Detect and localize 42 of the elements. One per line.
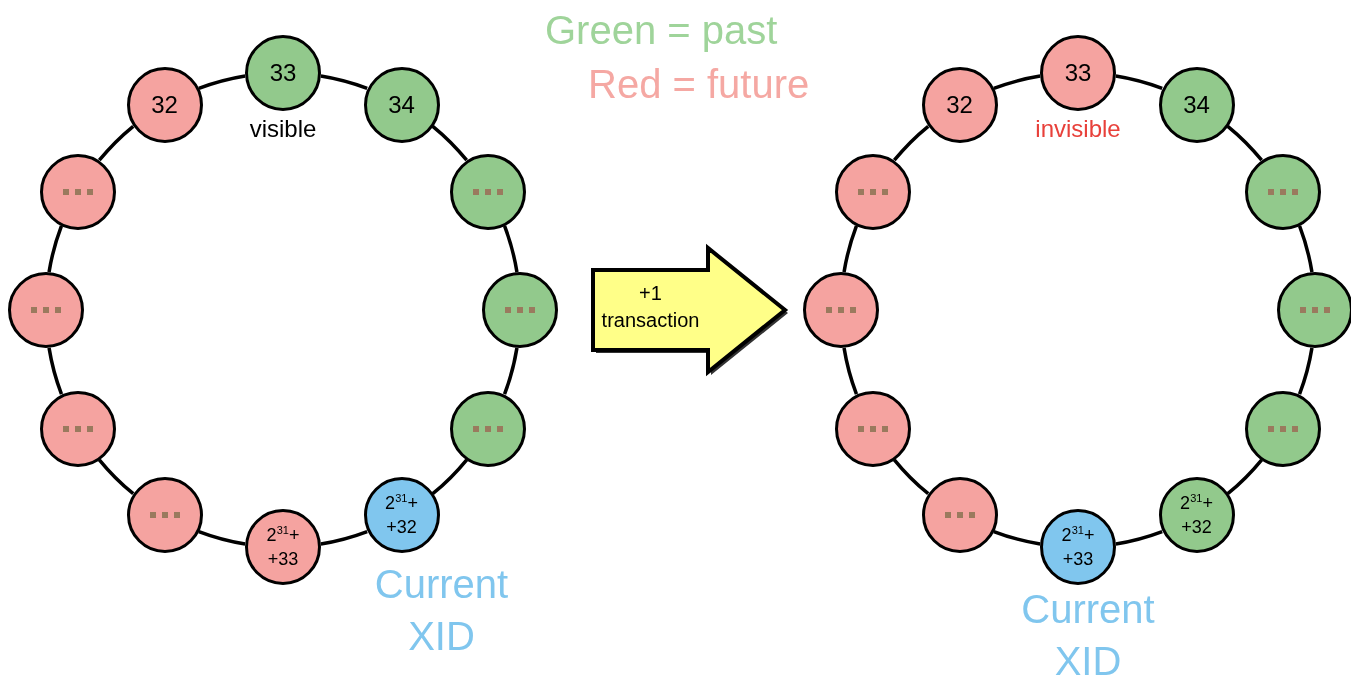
ring-connector (993, 529, 1041, 546)
xid-number: 33 (269, 60, 297, 86)
ring-connector (993, 74, 1041, 91)
xid-number: 32 (946, 92, 973, 118)
annotation-text: Current XID (373, 561, 510, 661)
ring-connector (842, 347, 859, 395)
ring-connector (842, 225, 859, 273)
ring-connector (893, 458, 930, 495)
ring-connector (98, 458, 135, 495)
xid-number: 32 (151, 92, 178, 118)
legend-entry: Green = past (545, 8, 778, 53)
xid-number: 2$^{31}$+ +32 (384, 491, 419, 539)
legend-entry: Red = future (588, 62, 810, 107)
ring-connector (1115, 74, 1163, 91)
xid-number: 2$^{31}$+ +33 (265, 523, 301, 571)
xid-number: 33 (1064, 60, 1092, 86)
ring-connector (98, 125, 135, 162)
ring-connector (1297, 347, 1314, 395)
xid-number: 34 (1183, 92, 1210, 118)
ring-connector (1115, 529, 1163, 546)
ring-connector (1226, 125, 1263, 162)
block-arrow (591, 243, 789, 377)
annotation-text: Current XID (1020, 586, 1156, 685)
annotation-text: visible (248, 114, 318, 144)
edge-label: +1 transaction (600, 281, 701, 333)
ring-connector (893, 125, 930, 162)
ring-connector (1297, 225, 1314, 273)
ring-connector (47, 347, 64, 395)
ring-connector (320, 529, 368, 546)
xid-number: 34 (388, 92, 415, 118)
ring-connector (198, 529, 246, 546)
ring-connector (1226, 458, 1263, 495)
ring-connector (431, 125, 468, 162)
ring-connector (431, 458, 468, 495)
ring-connector (320, 74, 368, 91)
annotation-text: invisible (1034, 114, 1122, 144)
ring-connector (198, 74, 246, 91)
ring-connector (502, 225, 519, 273)
ring-connector (47, 225, 64, 273)
xid-number: 2$^{31}$+ +33 (1060, 523, 1096, 571)
ring-connector (502, 347, 519, 395)
xid-number: 2$^{31}$+ +32 (1179, 491, 1214, 539)
